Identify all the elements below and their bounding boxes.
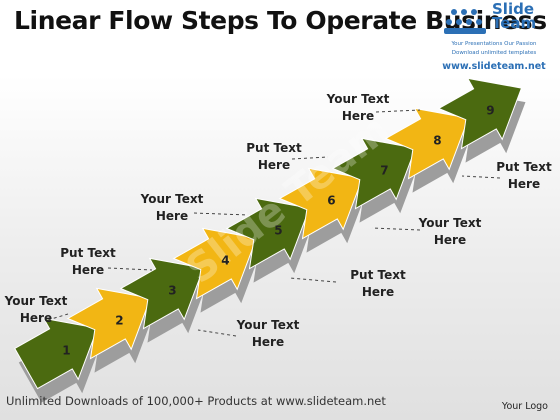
callout-5-line2: Here — [155, 209, 189, 223]
step-4-arrow — [172, 227, 258, 300]
step-8-arrow — [384, 107, 470, 180]
step-7-arrow — [331, 137, 417, 210]
callout-7-leader — [291, 156, 329, 160]
step-1-arrow — [14, 317, 99, 390]
callout-4-line1: Put Text — [350, 268, 406, 282]
callout-3-line1: Put Text — [60, 246, 116, 260]
step-3-number: 3 — [168, 283, 176, 297]
logo-tagline: Your Presentations Our Passion — [451, 41, 537, 47]
step-6-arrow — [278, 167, 364, 240]
callout-1: Your Text Here — [0, 293, 78, 327]
footer-text: Unlimited Downloads of 100,000+ Products… — [6, 394, 386, 408]
logo-brand-line1: Slide — [492, 0, 534, 18]
callout-9-line2: Here — [341, 109, 375, 123]
step-5-number: 5 — [274, 223, 282, 237]
logo-people-icon — [444, 9, 486, 34]
step-3-arrow — [119, 257, 205, 330]
callout-4: Put Text Here — [336, 267, 420, 301]
callout-7: Put Text Here — [232, 140, 316, 174]
step-9-arrow — [437, 77, 523, 150]
callout-2-leader — [197, 329, 237, 337]
callout-3-line2: Here — [71, 263, 105, 277]
callout-8-line2: Here — [507, 177, 541, 191]
callout-8-line1: Put Text — [496, 160, 552, 174]
callout-4-leader — [289, 277, 337, 283]
step-9-number: 9 — [486, 103, 494, 117]
callout-1-line1: Your Text — [4, 294, 68, 308]
callout-7-line1: Put Text — [246, 141, 302, 155]
callout-6-line2: Here — [433, 233, 467, 247]
callout-7-line2: Here — [257, 158, 291, 172]
callout-2-line2: Here — [251, 335, 285, 349]
callout-2: Your Text Here — [226, 317, 310, 351]
footer-logo: Your Logo — [501, 401, 548, 412]
logo-brand-line2: Team — [492, 14, 537, 32]
slideteam-logo: Slide Team Your Presentations Our Passio… — [434, 2, 554, 80]
callout-4-line2: Here — [361, 285, 395, 299]
callout-9: Your Text Here — [316, 91, 400, 125]
callout-3-leader — [107, 267, 153, 271]
logo-tagline-download: Download unlimited templates — [451, 50, 537, 56]
callout-6: Your Text Here — [408, 215, 492, 249]
step-4-number: 4 — [221, 253, 229, 267]
step-1-number: 1 — [62, 343, 70, 357]
callout-8-leader — [461, 175, 501, 179]
callout-5: Your Text Here — [130, 191, 214, 225]
callout-6-line1: Your Text — [418, 216, 482, 230]
callout-6-leader — [371, 227, 421, 231]
step-2-number: 2 — [115, 313, 123, 327]
step-8-number: 8 — [433, 133, 441, 147]
callout-5-line1: Your Text — [140, 192, 204, 206]
step-6-number: 6 — [327, 193, 335, 207]
step-2-arrow — [66, 287, 152, 360]
callout-9-line1: Your Text — [326, 92, 390, 106]
callout-2-line1: Your Text — [236, 318, 300, 332]
step-7-number: 7 — [380, 163, 388, 177]
step-5-arrow — [225, 197, 311, 270]
logo-url: www.slideteam.net — [442, 61, 546, 72]
callout-1-line2: Here — [19, 311, 53, 325]
callout-9-leader — [375, 109, 421, 113]
callout-8: Put Text Here — [482, 159, 560, 193]
callout-3: Put Text Here — [46, 245, 130, 279]
